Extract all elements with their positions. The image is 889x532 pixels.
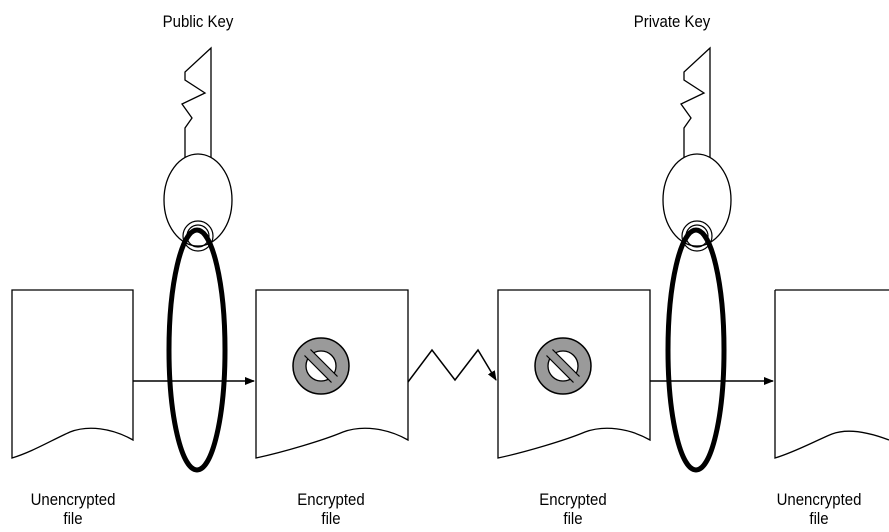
file-label-line2: file — [63, 509, 83, 528]
unencrypted-file-document — [774, 289, 889, 459]
file-label: Encrypted file — [274, 490, 388, 528]
file-label-line1: Unencrypted — [30, 490, 116, 509]
private-key-label: Private Key — [633, 12, 711, 31]
file-label-line1: Encrypted — [297, 490, 365, 509]
file-label: Unencrypted file — [762, 490, 876, 528]
file-label-line1: Encrypted — [539, 490, 607, 509]
public-key-icon — [163, 46, 233, 252]
file-label-line2: file — [563, 509, 583, 528]
file-label: Encrypted file — [516, 490, 630, 528]
transfer-zigzag-arrow — [407, 348, 497, 383]
unencrypted-file-document — [11, 289, 134, 459]
no-entry-icon — [534, 337, 592, 395]
file-label-line1: Unencrypted — [776, 490, 862, 509]
private-key-ring — [665, 227, 727, 473]
file-label-line2: file — [809, 509, 829, 528]
file-label-line2: file — [321, 509, 341, 528]
private-key-icon — [662, 46, 732, 252]
file-label: Unencrypted file — [16, 490, 130, 528]
no-entry-icon — [292, 337, 350, 395]
public-key-ring — [166, 227, 228, 473]
public-key-label: Public Key — [162, 12, 234, 31]
